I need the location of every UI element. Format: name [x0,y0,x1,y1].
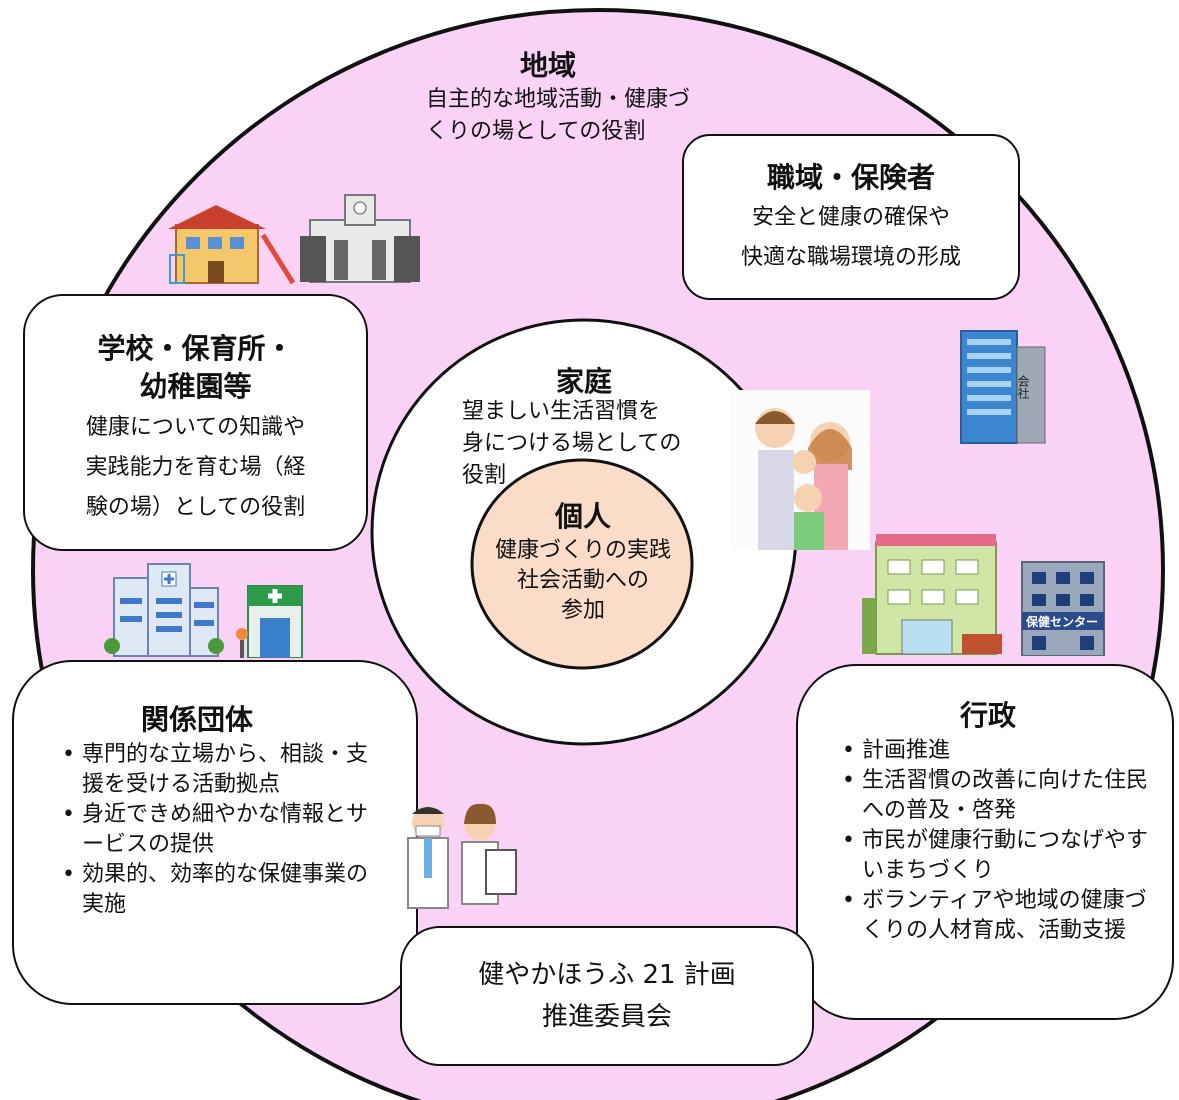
region-description: 自主的な地域活動・健康づくりの場としての役割 [426,87,691,144]
government-item: 市民が健康行動につなげやすいまちづくり [838,826,1148,886]
individual-line1: 健康づくりの実践 [494,538,671,563]
individual-title: 個人 [554,500,611,533]
government-title: 行政 [959,699,1016,732]
office-sign: 会社 [1016,375,1030,399]
health-center-sign: 保健センター [1025,614,1098,629]
committee-line2: 推進委員会 [541,1002,672,1032]
workplace-title: 職域・保険者 [766,161,935,194]
government-box: 行政 計画推進 生活習慣の改善に向けた住民への普及・啓発 市民が健康行動につなげ… [796,664,1174,1020]
individual-line2: 社会活動への [516,568,649,593]
family-line3: 役割 [462,463,507,488]
nurse-icon [461,803,517,905]
school-title-line1: 学校・保育所・ [97,332,294,365]
hospital-icon [104,563,224,657]
government-item: 生活習慣の改善に向けた住民への普及・啓発 [838,766,1148,826]
organizations-box: 関係団体 専門的な立場から、相談・支援を受ける活動拠点 身近できめ細やかな情報と… [12,660,418,1005]
school-box: 学校・保育所・ 幼稚園等 健康についての知識や 実践能力を育む場（経 験の場）と… [23,294,368,551]
family-icon [730,390,870,550]
workplace-box: 職域・保険者 安全と健康の確保や 快適な職場環境の形成 [682,134,1020,300]
government-item: ボランティアや地域の健康づくりの人材育成、活動支援 [838,886,1148,946]
school-line3: 験の場）としての役割 [85,495,306,520]
doctor-icon [407,806,449,909]
committee-line1: 健やかほうふ 21 計画 [478,960,736,990]
organizations-item: 効果的、効率的な保健事業の実施 [58,860,388,920]
organizations-title: 関係団体 [140,703,253,736]
family-title: 家庭 [556,365,613,398]
family-line1: 望ましい生活習慣を [462,399,661,424]
region-title: 地域 [520,49,577,82]
individual-content: 個人 健康づくりの実践 社会活動への 参加 [472,498,694,626]
school-line2: 実践能力を育む場（経 [85,455,306,480]
individual-circle [470,458,694,670]
individual-line3: 参加 [560,598,605,623]
committee-box: 健やかほうふ 21 計画 推進委員会 [400,926,814,1066]
school-line1: 健康についての知識や [85,415,306,440]
health-center-icon: 保健センター [1021,561,1105,656]
government-item: 計画推進 [838,736,1148,766]
office-building-icon: 会社 [960,330,1046,444]
organizations-list: 専門的な立場から、相談・支援を受ける活動拠点 身近できめ細やかな情報とサービスの… [58,740,388,920]
school-building-icon [300,194,420,283]
organizations-item: 専門的な立場から、相談・支援を受ける活動拠点 [58,740,388,800]
pharmacy-icon [236,585,303,658]
workplace-line1: 安全と健康の確保や [751,205,950,230]
family-line2: 身につける場としての [462,431,682,456]
workplace-line2: 快適な職場環境の形成 [740,245,961,270]
kindergarten-icon [168,205,296,285]
government-list: 計画推進 生活習慣の改善に向けた住民への普及・啓発 市民が健康行動につなげやすい… [838,736,1148,946]
school-title-line2: 幼稚園等 [139,370,252,403]
city-hall-icon [862,534,1002,655]
organizations-item: 身近できめ細やかな情報とサービスの提供 [58,800,388,860]
